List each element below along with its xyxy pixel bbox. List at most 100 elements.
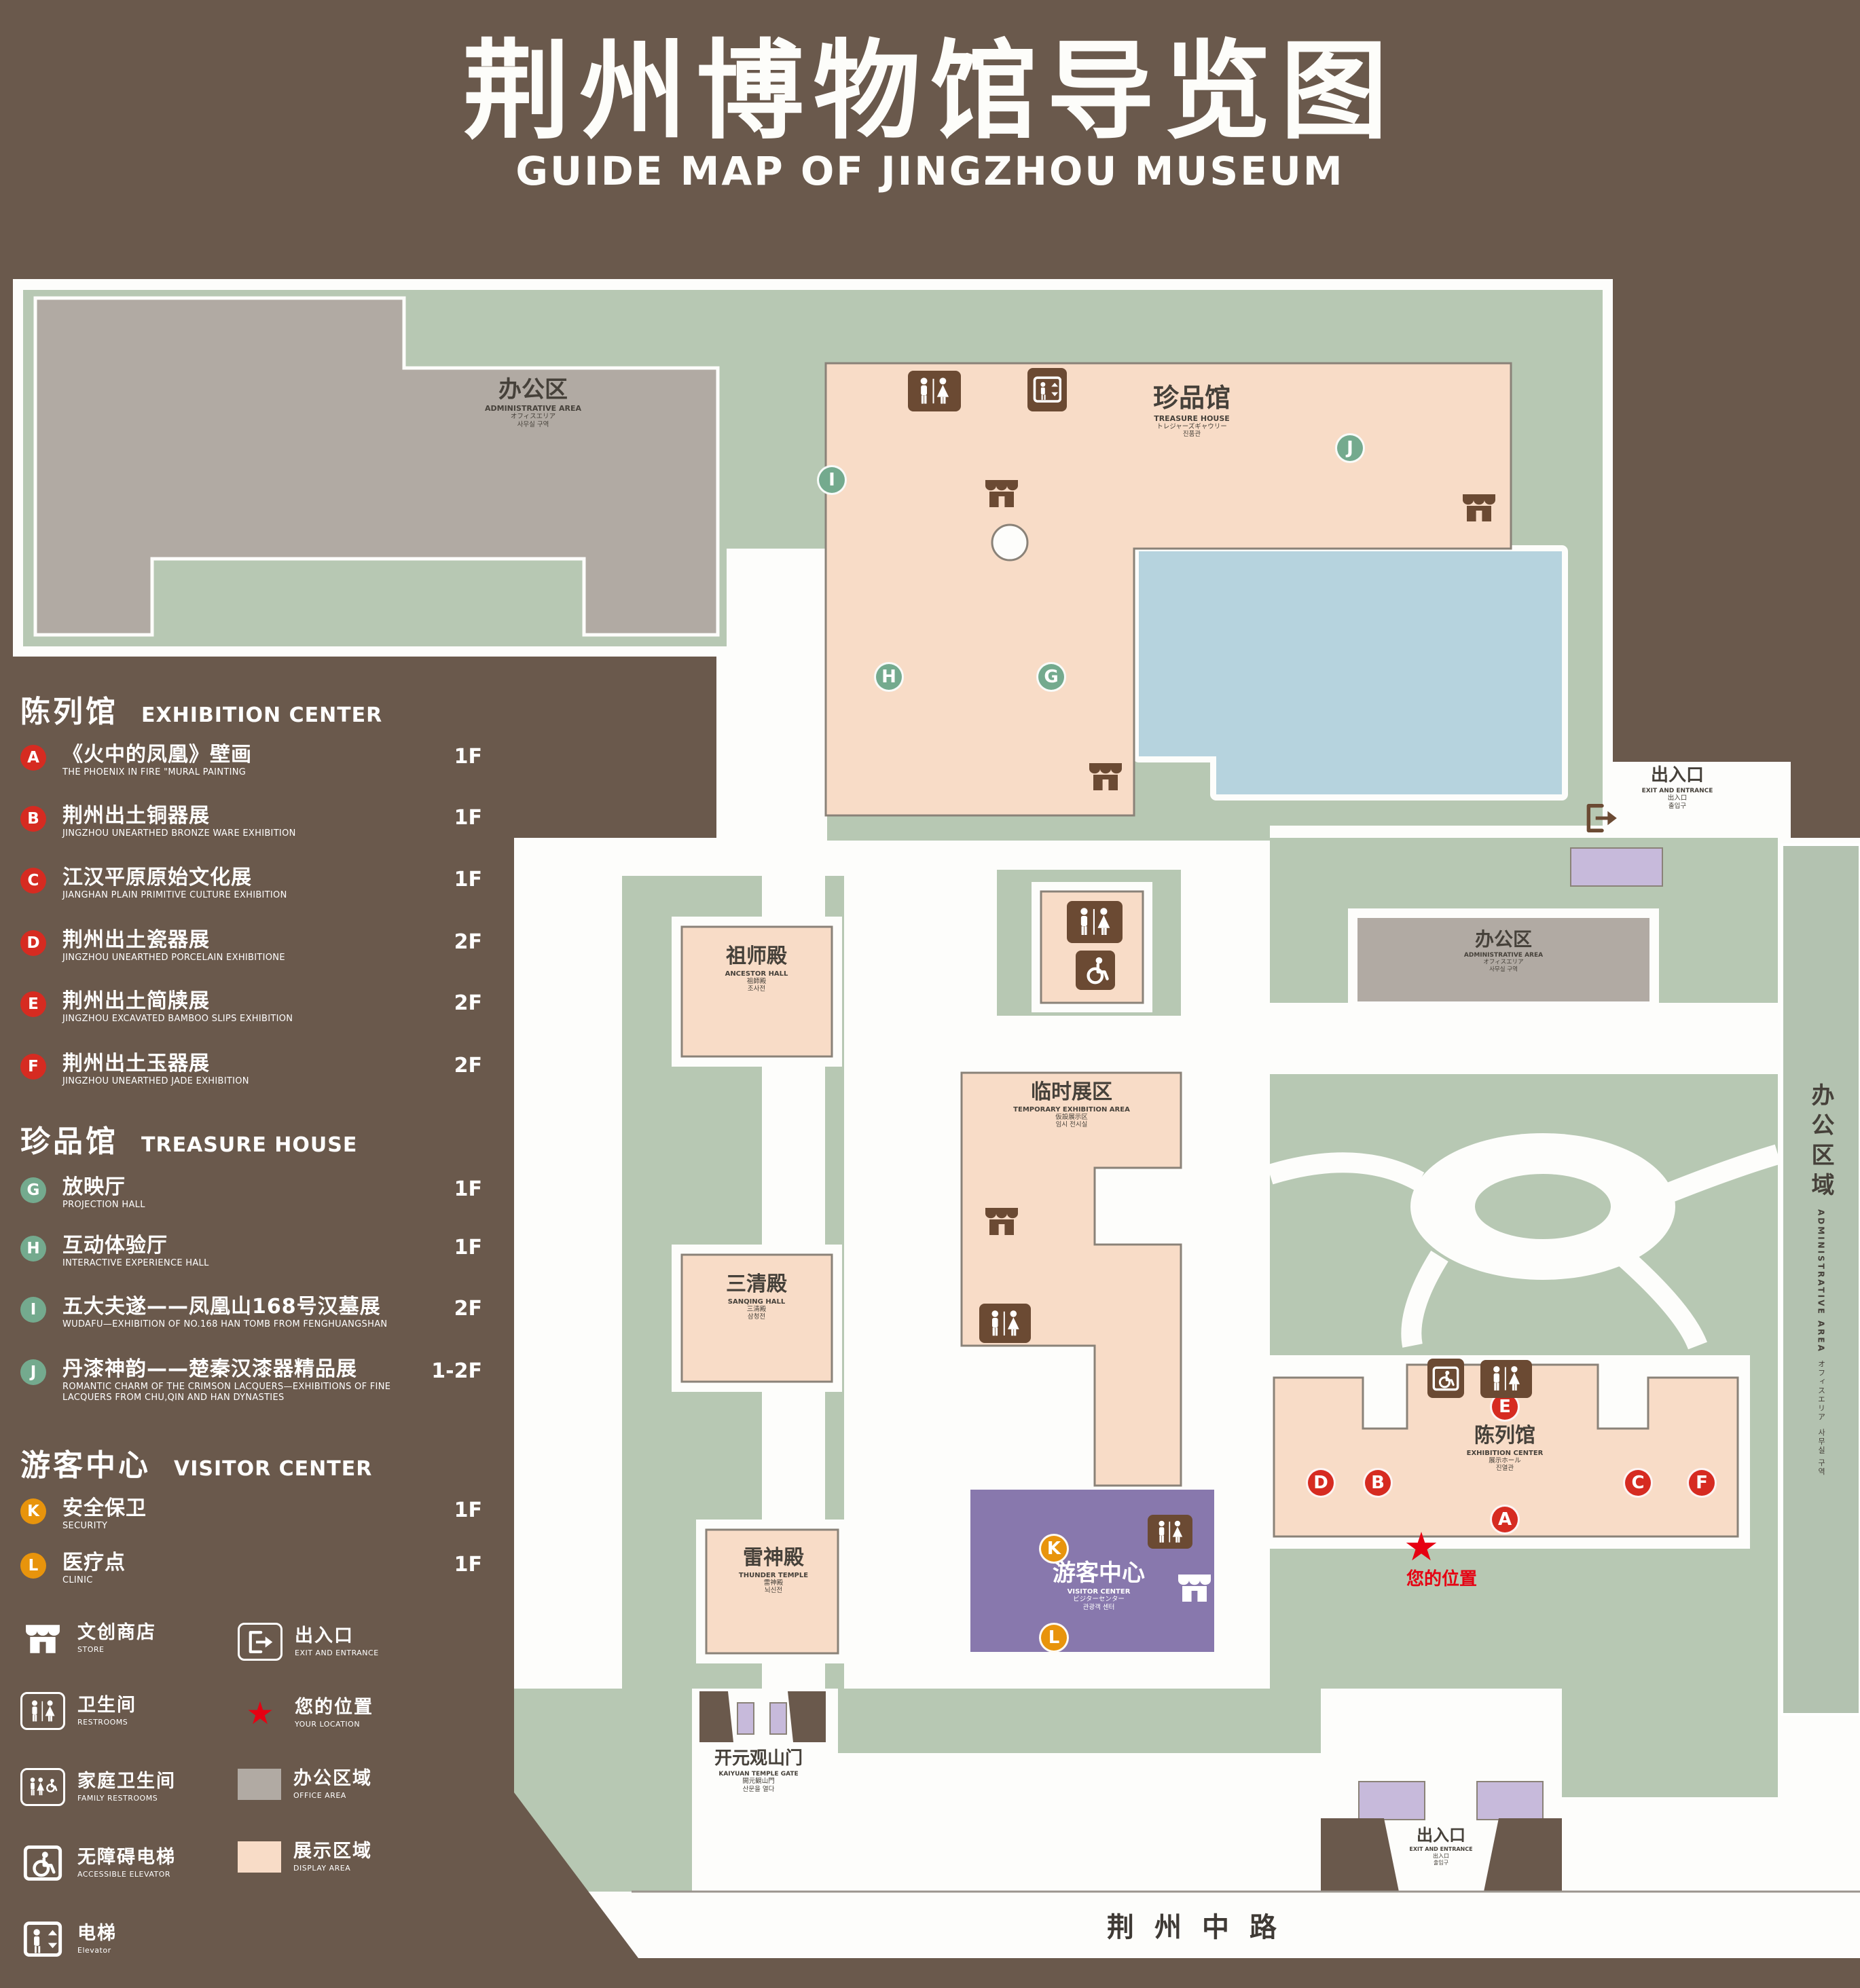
wheelchair-icon — [1076, 951, 1115, 990]
legend-item-a: A 《火中的凤凰》壁画 THE PHOENIX IN FIRE "MURAL P… — [20, 743, 482, 778]
entrance-pad — [1570, 847, 1663, 887]
lawn-bottom-right — [1562, 1689, 1778, 1797]
map-marker-a: A — [1490, 1505, 1520, 1534]
badge-i: I — [20, 1297, 46, 1323]
park-path — [1266, 1152, 1425, 1191]
label-visitor-center: 游客中心 VISITOR CENTER ビジターセンター 관광객 센터 — [1053, 1560, 1145, 1611]
elevator-icon — [1027, 368, 1067, 411]
park-path — [1616, 1248, 1707, 1350]
exit-entrance-icon — [1582, 801, 1620, 835]
restrooms-icon — [908, 371, 961, 411]
page-title: 荆州博物馆导览图 — [462, 29, 1398, 154]
label-exit-bottom: 出入口 EXIT AND ENTRANCE 出入口 출입구 — [1409, 1826, 1473, 1866]
building-treasure-house — [824, 362, 1512, 817]
restrooms-icon — [20, 1692, 65, 1730]
restrooms-icon — [1067, 901, 1123, 943]
map-marker-d: D — [1306, 1468, 1336, 1498]
building-temporary-exhibition — [960, 1071, 1182, 1487]
legend-item-h: H 互动体验厅 INTERACTIVE EXPERIENCE HALL 1F — [20, 1234, 482, 1269]
map-marker-l: L — [1039, 1623, 1069, 1653]
restrooms-icon — [1148, 1515, 1192, 1549]
store-icon — [984, 477, 1019, 509]
legend-item-j: J 丹漆神韵——楚秦汉漆器精品展 ROMANTIC CHARM OF THE C… — [20, 1357, 482, 1404]
building-thunder-temple — [705, 1528, 839, 1655]
label-kaiyuan-gate: 开元观山门 KAIYUAN TEMPLE GATE 開元観山門 산문을 열다 — [714, 1748, 803, 1793]
accessible-elevator-icon — [1427, 1359, 1464, 1398]
entrance-pad — [1358, 1781, 1425, 1820]
accessible-elevator-icon — [20, 1844, 65, 1882]
admin-strip-area — [1781, 843, 1860, 1716]
your-location-star-icon — [238, 1694, 282, 1732]
road-corner — [514, 1792, 638, 1958]
map-marker-b: B — [1363, 1468, 1393, 1498]
badge-g: G — [20, 1177, 46, 1203]
legend-item-l: L 医疗点 CLINIC 1F — [20, 1551, 482, 1586]
restrooms-icon — [979, 1304, 1031, 1343]
water-pond — [1133, 545, 1568, 800]
gate-pillar — [737, 1702, 754, 1735]
map-marker-i: I — [817, 465, 847, 495]
label-admin-strip: 办公区域 ADMINISTRATIVE AREA オフィスエリア 사무실 구역 — [1807, 1082, 1834, 1477]
elevator-icon — [20, 1920, 65, 1958]
legend-item-e: E 荆州出土简牍展 JINGZHOU EXCAVATED BAMBOO SLIP… — [20, 989, 482, 1025]
building-admin-right — [1355, 915, 1652, 1004]
building-exhibition-center — [1273, 1363, 1739, 1538]
building-admin-topleft — [33, 296, 720, 637]
entrance-wedge — [1321, 1818, 1399, 1892]
park-path — [1401, 1251, 1448, 1348]
badge-b: B — [20, 806, 46, 832]
family-restrooms-icon — [20, 1768, 65, 1806]
map-marker-c: C — [1623, 1468, 1653, 1498]
badge-a: A — [20, 745, 46, 771]
restrooms-icon — [1480, 1360, 1532, 1398]
label-thunder-temple: 雷神殿 THUNDER TEMPLE 雷神殿 뇌신전 — [738, 1546, 809, 1595]
badge-j: J — [20, 1359, 46, 1385]
label-ancestor-hall: 祖师殿 ANCESTOR HALL 祖師殿 조사전 — [725, 944, 788, 993]
exit-tab — [1613, 762, 1791, 851]
map-marker-h: H — [874, 662, 904, 692]
gate-wedge — [699, 1691, 733, 1742]
label-treasure-house: 珍品馆 TREASURE HOUSE トレジャーズギャウリー 진품관 — [1152, 383, 1231, 439]
your-location-star-icon — [1404, 1527, 1439, 1566]
page-subtitle: GUIDE MAP OF JINGZHOU MUSEUM — [515, 148, 1345, 194]
label-admin-right: 办公区 ADMINISTRATIVE AREA オフィスエリア 사무실 구역 — [1463, 928, 1544, 973]
exit-entrance-icon — [238, 1623, 282, 1661]
badge-k: K — [20, 1498, 46, 1524]
label-your-location: 您的位置 — [1406, 1569, 1478, 1589]
legend-item-i: I 五大夫遂——凤凰山168号汉墓展 WUDAFU—EXHIBITION OF … — [20, 1295, 482, 1330]
map-marker-f: F — [1687, 1468, 1717, 1498]
entrance-wedge — [1484, 1818, 1562, 1892]
label-road: 荆州中路 — [1107, 1912, 1297, 1943]
legend-item-b: B 荆州出土铜器展 JINGZHOU UNEARTHED BRONZE WARE… — [20, 804, 482, 839]
path-white — [727, 549, 827, 841]
label-temporary-exhibition: 临时展区 TEMPORARY EXHIBITION AREA 仮設展示区 임시 … — [1013, 1080, 1130, 1129]
store-icon — [1088, 760, 1123, 792]
legend-item-f: F 荆州出土玉器展 JINGZHOU UNEARTHED JADE EXHIBI… — [20, 1052, 482, 1087]
park-island — [1475, 1174, 1611, 1239]
building-sanqing-hall — [680, 1253, 833, 1383]
legend-item-k: K 安全保卫 SECURITY 1F — [20, 1496, 482, 1532]
path-white — [1270, 1003, 1786, 1074]
legend-item-d: D 荆州出土瓷器展 JINGZHOU UNEARTHED PORCELAIN E… — [20, 928, 482, 963]
park-path — [1660, 1144, 1781, 1204]
legend-item-g: G 放映厅 PROJECTION HALL 1F — [20, 1175, 482, 1211]
store-icon — [984, 1205, 1019, 1236]
map-marker-j: J — [1335, 433, 1365, 463]
lawn-bottom-center — [838, 1689, 1321, 1753]
label-exit-right: 出入口 EXIT AND ENTRANCE 出入口 출입구 — [1641, 765, 1713, 810]
store-icon — [1177, 1572, 1212, 1603]
badge-e: E — [20, 991, 46, 1017]
badge-d: D — [20, 930, 46, 956]
badge-h: H — [20, 1236, 46, 1262]
